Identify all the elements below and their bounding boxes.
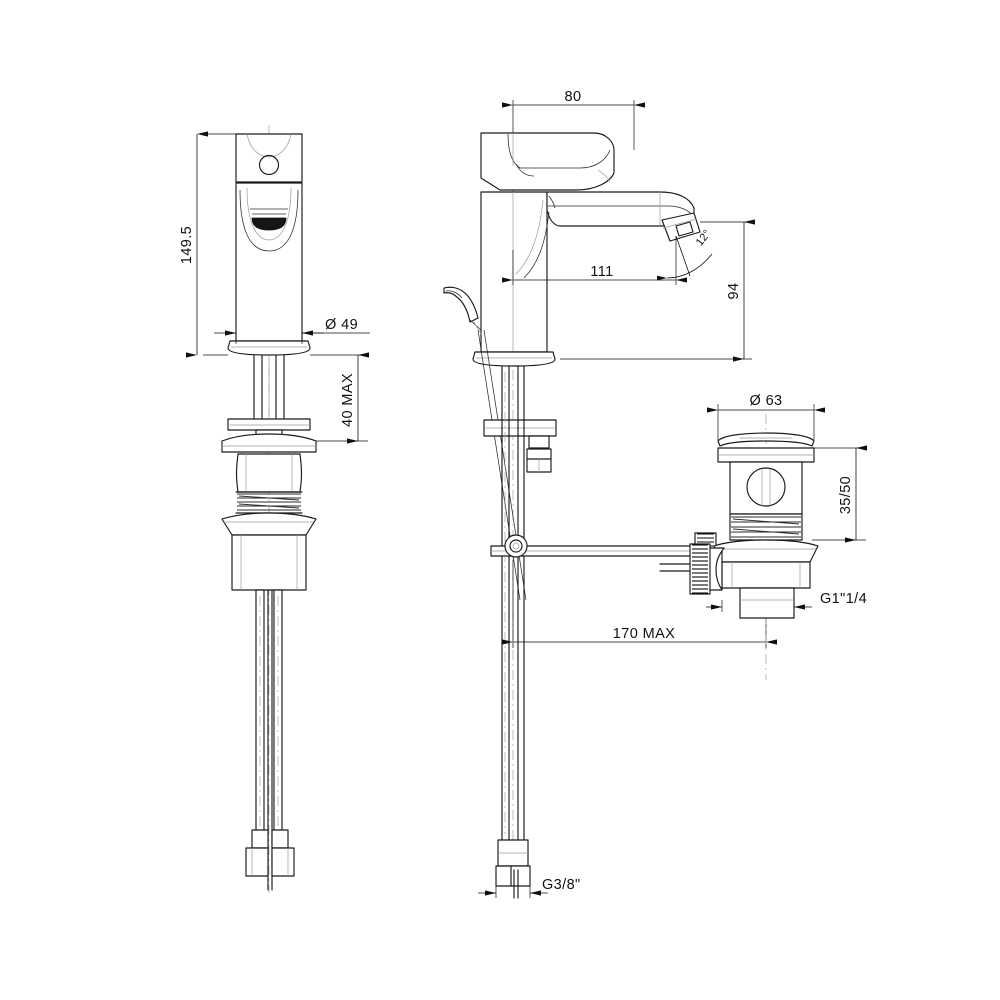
- detail-main-body: [721, 561, 811, 589]
- side-lever-handle: [480, 132, 615, 191]
- side-supply-shafts: [501, 365, 525, 841]
- side-body-column: [480, 191, 548, 353]
- dim-label-mounting-thickness: 40 MAX: [340, 373, 356, 427]
- dim-waste-thread: G1"1/4: [706, 591, 867, 618]
- dim-label-spout-height: 94: [726, 283, 742, 300]
- detail-outlet-tube: [739, 587, 795, 619]
- side-mounting-plate: [483, 419, 557, 437]
- dim-base-diameter: Ø 49: [214, 317, 370, 344]
- front-threaded-shank: [235, 453, 303, 514]
- dim-mounting-thickness: 40 MAX: [310, 352, 369, 444]
- dim-label-rod-length: 170 MAX: [613, 626, 675, 642]
- side-popup-lever: [443, 286, 482, 335]
- detail-cylinder: [729, 461, 803, 515]
- detail-lower-flange: [713, 539, 819, 563]
- detail-cap: [717, 432, 815, 447]
- dim-label-waste-height-range: 35/50: [838, 476, 854, 514]
- side-lower-fitting: [495, 839, 531, 899]
- front-base-flange: [227, 340, 311, 356]
- dim-label-waste-cap-diameter: Ø 63: [749, 393, 782, 409]
- dim-waste-height-range: 35/50: [812, 445, 867, 543]
- dim-label-overall-height: 149.5: [179, 226, 195, 264]
- front-body-tube: [235, 182, 303, 342]
- dim-waste-cap-diameter: Ø 63: [707, 393, 825, 440]
- dim-spout-height: 94: [560, 219, 755, 362]
- front-head-block: [235, 133, 303, 183]
- dim-overall-height: 149.5: [179, 131, 236, 358]
- front-hose-nuts: [245, 847, 295, 877]
- side-mounting-bolt: [526, 435, 552, 473]
- view-popup-waste-detail: Ø 63 35/50 G1"1/4: [659, 393, 867, 680]
- dim-label-waste-thread: G1"1/4: [820, 591, 867, 607]
- detail-knurled-nut: [659, 543, 711, 595]
- front-thread-hatching: [237, 493, 301, 511]
- front-metal-washer: [221, 433, 317, 453]
- dim-label-base-diameter: Ø 49: [325, 317, 358, 333]
- dim-label-supply-thread: G3/8": [542, 877, 581, 893]
- dim-label-spout-reach: 111: [590, 264, 613, 280]
- detail-flange-plate: [717, 447, 815, 463]
- side-base-flange: [472, 351, 556, 367]
- detail-thread-section: [729, 513, 803, 541]
- side-aerator: [661, 212, 701, 242]
- side-clevis-clamp: [504, 534, 528, 558]
- view-side-elevation: 80 111 12° 94 170 MAX: [443, 89, 777, 899]
- dim-supply-thread: G3/8": [478, 877, 581, 898]
- dim-rod-length: 170 MAX: [502, 560, 777, 648]
- front-lower-cone: [221, 512, 317, 591]
- dim-handle-clearance: 80: [502, 89, 645, 150]
- front-supply-shafts-upper: [253, 354, 285, 419]
- side-pull-rod: [490, 532, 717, 572]
- front-hose-collars: [251, 829, 289, 849]
- view-front-elevation: 149.5 Ø 49 40 MAX: [179, 125, 370, 893]
- dim-label-handle-clearance: 80: [565, 89, 582, 105]
- dim-spout-reach: 111: [502, 236, 687, 285]
